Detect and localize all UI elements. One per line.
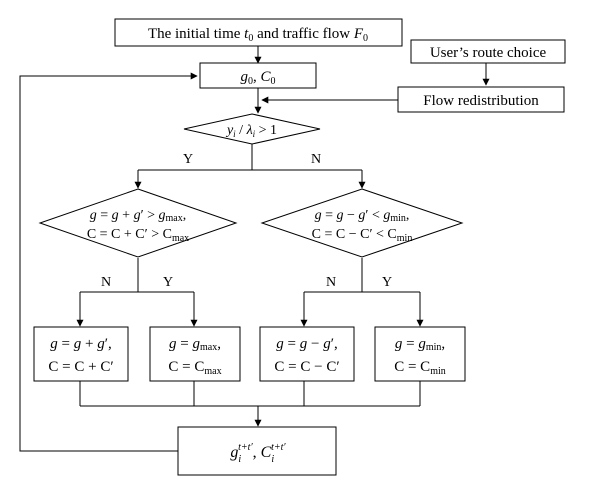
route-choice-label: User’s route choice: [430, 45, 547, 61]
box3-line2: C = C − C′: [274, 359, 339, 375]
box4-line1: g = gmin,: [395, 336, 445, 353]
init-box: [199, 62, 317, 89]
init-label: g0, C0: [240, 69, 275, 87]
left-no-label: N: [101, 275, 111, 290]
output-label: git+t′, Cit+t′: [230, 442, 286, 465]
box1: [33, 326, 129, 382]
box4: [374, 326, 466, 382]
right-yes-label: Y: [382, 275, 392, 290]
output-box: [177, 426, 337, 476]
flow-redistribution-box: [397, 86, 565, 113]
right-no-label: N: [326, 275, 336, 290]
route-choice-box: [410, 39, 566, 64]
check-label: yi / λi > 1: [225, 123, 277, 139]
branch-yes-label: Y: [183, 152, 193, 167]
box2-line2: C = Cmax: [168, 359, 221, 377]
box1-line2: C = C + C′: [48, 359, 113, 375]
left-yes-label: Y: [163, 275, 173, 290]
decision-right: [260, 188, 464, 258]
start-box: [114, 18, 403, 47]
box2-line1: g = gmax,: [169, 336, 221, 353]
box3: [259, 326, 355, 382]
box1-line1: g = g + g′,: [50, 336, 111, 352]
branch-no-label: N: [311, 152, 321, 167]
box4-line2: C = Cmin: [394, 359, 446, 377]
box3-line1: g = g − g′,: [276, 336, 337, 352]
decision-right-line1: g = g − g′ < gmin,: [315, 208, 410, 224]
start-label: The initial time t0 and traffic flow F0: [148, 26, 368, 44]
flow-redistribution-label: Flow redistribution: [423, 93, 539, 109]
check-decision: [183, 113, 321, 145]
decision-left: [38, 188, 238, 258]
decision-left-line1: g = g + g′ > gmax,: [90, 208, 187, 224]
arrow-feedback-loop: [19, 72, 198, 452]
connectors: [19, 46, 490, 452]
decision-right-line2: C = C − C′ < Cmin: [312, 227, 413, 244]
box2: [149, 326, 241, 382]
decision-left-line2: C = C + C′ > Cmax: [87, 227, 189, 244]
